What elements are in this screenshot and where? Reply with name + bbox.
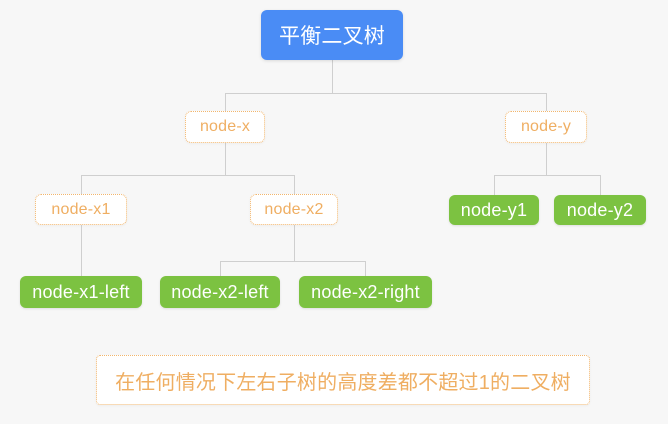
connector-line — [81, 175, 82, 194]
connector-line — [600, 175, 601, 195]
tree-node-x[interactable]: node-x — [185, 111, 265, 143]
tree-node-y2[interactable]: node-y2 — [554, 195, 646, 225]
tree-node-x1-left[interactable]: node-x1-left — [20, 276, 142, 308]
connector-line — [81, 225, 82, 276]
connector-line — [225, 93, 226, 111]
connector-line — [225, 143, 226, 176]
tree-node-x1[interactable]: node-x1 — [35, 194, 127, 225]
diagram-caption[interactable]: 在任何情况下左右子树的高度差都不超过1的二叉树 — [96, 355, 590, 405]
tree-node-y[interactable]: node-y — [505, 111, 587, 143]
connector-line — [332, 60, 333, 94]
connector-line — [546, 143, 547, 176]
connector-line — [81, 175, 295, 176]
tree-node-x2-left[interactable]: node-x2-left — [160, 276, 280, 308]
connector-line — [546, 93, 547, 111]
tree-node-root[interactable]: 平衡二叉树 — [261, 10, 403, 60]
tree-node-x2-right[interactable]: node-x2-right — [299, 276, 432, 308]
connector-line — [365, 261, 366, 276]
connector-line — [494, 175, 495, 195]
connector-line — [494, 175, 601, 176]
connector-line — [294, 225, 295, 262]
connector-line — [294, 175, 295, 194]
tree-node-x2[interactable]: node-x2 — [250, 194, 338, 225]
connector-line — [225, 93, 547, 94]
tree-node-y1[interactable]: node-y1 — [449, 195, 539, 225]
connector-line — [220, 261, 221, 276]
connector-line — [220, 261, 366, 262]
